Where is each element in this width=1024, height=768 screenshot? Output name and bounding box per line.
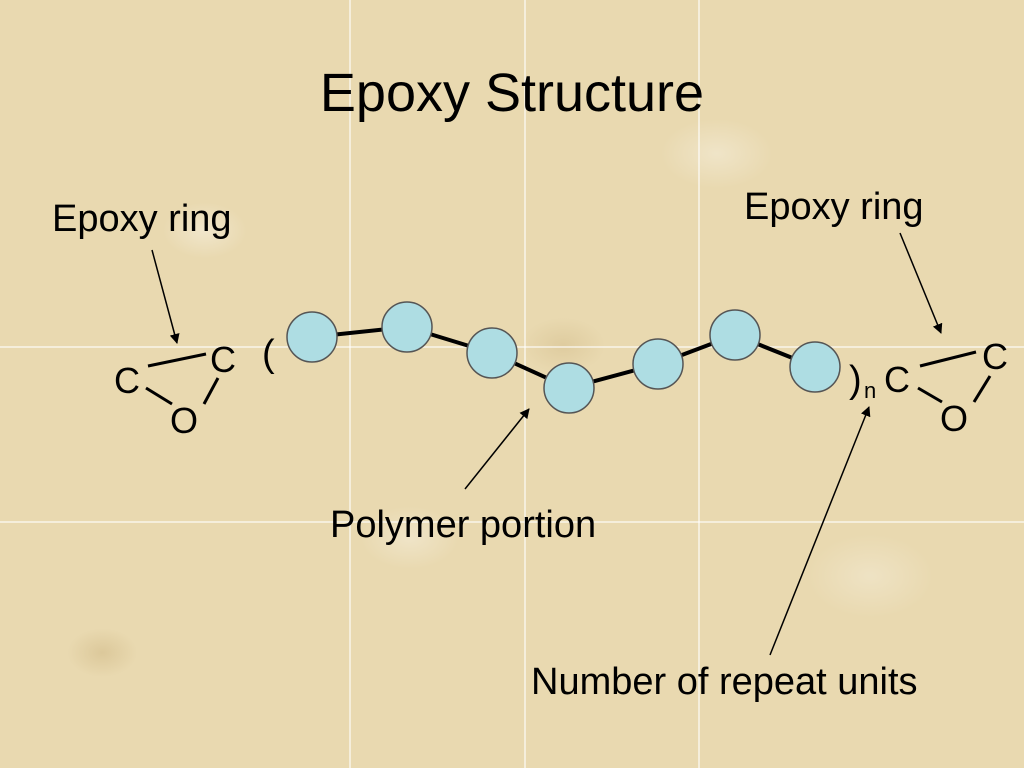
atom-carbon-right-1: C	[884, 359, 910, 400]
label-epoxy-ring-right: Epoxy ring	[744, 186, 924, 228]
arrow-polymer-portion	[464, 408, 530, 490]
bond-right-co-1	[917, 386, 943, 404]
atom-oxygen-right: O	[940, 398, 968, 439]
bond-left-co-2	[202, 377, 220, 405]
grid-line-v2	[524, 0, 526, 768]
polymer-bead	[381, 301, 433, 353]
polymer-bead	[709, 309, 761, 361]
label-epoxy-ring-left: Epoxy ring	[52, 198, 232, 240]
grid-line-v1	[349, 0, 351, 768]
label-polymer-portion: Polymer portion	[330, 504, 597, 546]
repeat-subscript-n: n	[864, 378, 876, 403]
polymer-bead	[789, 341, 841, 393]
arrow-repeat-units	[769, 406, 871, 656]
close-paren: )	[849, 359, 862, 401]
open-paren: (	[262, 333, 275, 375]
bond-left-cc	[147, 352, 207, 368]
bond-right-cc	[919, 350, 977, 368]
atom-carbon-right-2: C	[982, 336, 1008, 377]
grid-line-v3	[698, 0, 700, 768]
polymer-bead	[466, 327, 518, 379]
atom-carbon-left-2: C	[210, 339, 236, 380]
grid-line-h2	[0, 521, 1024, 523]
atom-oxygen-left: O	[170, 400, 198, 441]
polymer-beads	[286, 301, 841, 414]
arrow-epoxy-ring-left	[151, 249, 180, 344]
epoxy-ring-left: C C O (	[114, 333, 275, 441]
polymer-bead	[543, 362, 595, 414]
polymer-bead	[632, 338, 684, 390]
arrow-epoxy-ring-right	[899, 232, 943, 334]
polymer-bead	[286, 311, 338, 363]
callout-arrows	[151, 232, 943, 656]
epoxy-ring-right: ) n C C O	[849, 336, 1008, 439]
bond-right-co-2	[972, 375, 992, 403]
slide-title: Epoxy Structure	[319, 63, 705, 123]
bond-left-co-1	[145, 386, 173, 406]
label-repeat-units: Number of repeat units	[531, 661, 918, 703]
atom-carbon-left-1: C	[114, 360, 140, 401]
